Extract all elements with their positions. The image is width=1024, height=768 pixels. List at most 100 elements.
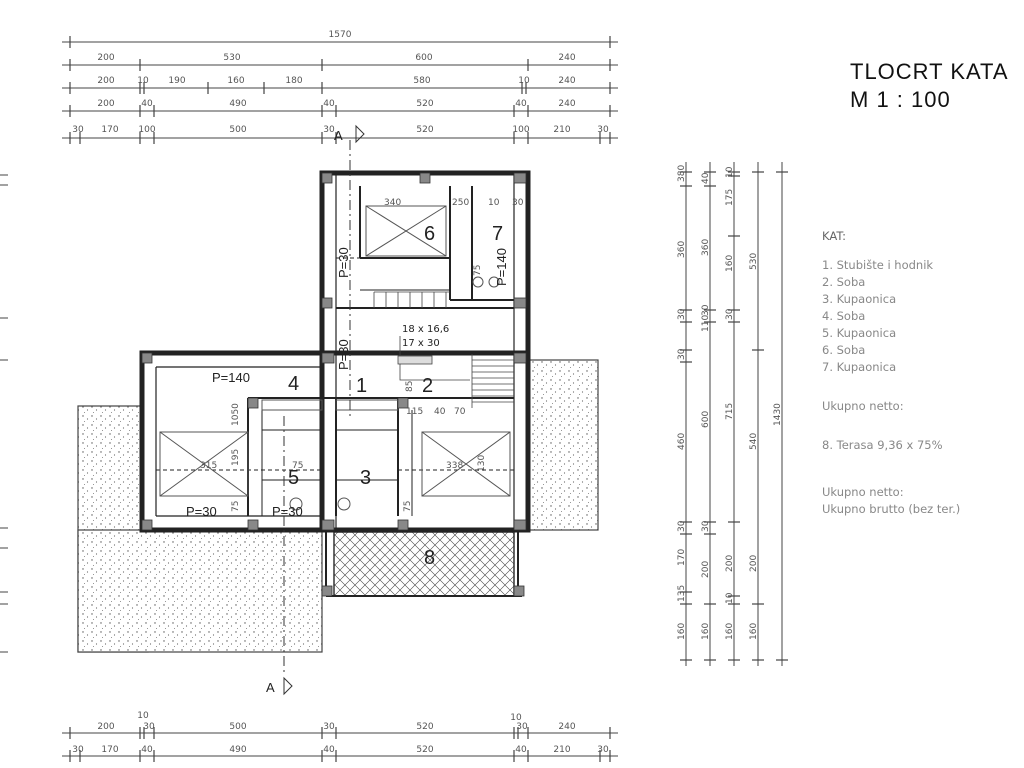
dim-value: 160 bbox=[749, 623, 759, 640]
stairs-dim-2: 17 x 30 bbox=[402, 338, 440, 349]
legend-netto: Ukupno netto: bbox=[822, 399, 904, 413]
dim-value: 180 bbox=[285, 76, 302, 86]
dim-value: 170 bbox=[677, 549, 687, 566]
dim-value: 200 bbox=[97, 99, 114, 109]
dim-value: 210 bbox=[553, 745, 570, 755]
legend-item: 1. Stubište i hodnik bbox=[822, 258, 934, 272]
scale-text: M 1 : 100 bbox=[850, 87, 951, 112]
dim-value: 160 bbox=[227, 76, 244, 86]
legend-item: 5. Kupaonica bbox=[822, 326, 897, 340]
building-walls bbox=[139, 170, 531, 597]
dim-value: 10 bbox=[137, 711, 149, 721]
section-label-bottom: A bbox=[266, 680, 275, 695]
legend-item: 6. Soba bbox=[822, 343, 866, 357]
right-dimension-values: 380 360 30 30 460 30 170 135 160 40 360 … bbox=[677, 165, 783, 640]
room-number-2: 2 bbox=[422, 375, 433, 397]
furniture bbox=[159, 205, 511, 511]
dim-value: 10 bbox=[725, 592, 735, 604]
dim-value: 40 bbox=[434, 407, 446, 417]
label-p140-vertical: P=140 bbox=[494, 248, 509, 286]
dim-value: 520 bbox=[416, 125, 433, 135]
dim-value: 100 bbox=[512, 125, 529, 135]
dim-value: 200 bbox=[97, 53, 114, 63]
dim-value: 315 bbox=[200, 461, 217, 471]
dim-value: 530 bbox=[749, 253, 759, 270]
dim-value: 30 bbox=[72, 745, 84, 755]
legend-item: 3. Kupaonica bbox=[822, 292, 897, 306]
section-arrow-icon bbox=[283, 676, 293, 696]
interior-dimensions: 340 250 10 30 75 315 195 75 338 130 85 1… bbox=[200, 198, 524, 512]
dim-value: 200 bbox=[97, 722, 114, 732]
legend-brutto-total: Ukupno brutto (bez ter.) bbox=[822, 502, 961, 516]
dim-value: 30 bbox=[677, 308, 687, 320]
right-dimension-chains bbox=[680, 162, 788, 666]
room-number-1: 1 bbox=[356, 375, 367, 397]
dim-value: 1430 bbox=[773, 403, 783, 426]
dim-value: 30 bbox=[677, 520, 687, 532]
dim-value: 40 bbox=[141, 99, 153, 109]
dim-value: 160 bbox=[725, 255, 735, 272]
dim-value: 75 bbox=[231, 501, 241, 512]
dim-total: 1570 bbox=[329, 30, 352, 40]
dim-value: 110 bbox=[701, 315, 711, 332]
stairs-dim-1: 18 x 16,6 bbox=[402, 324, 449, 335]
dim-value: 490 bbox=[229, 745, 246, 755]
dim-value: 1050 bbox=[231, 403, 241, 426]
terrace-areas bbox=[77, 359, 599, 653]
dim-value: 200 bbox=[725, 555, 735, 572]
room-number-5: 5 bbox=[288, 467, 299, 489]
dim-value: 190 bbox=[168, 76, 185, 86]
dim-value: 85 bbox=[405, 381, 415, 392]
left-edge-ticks bbox=[0, 174, 8, 653]
dim-value: 240 bbox=[558, 99, 575, 109]
legend-terrace: 8. Terasa 9,36 x 75% bbox=[822, 438, 943, 452]
dim-value: 30 bbox=[323, 125, 335, 135]
dim-value: 500 bbox=[229, 125, 246, 135]
label-p30: P=30 bbox=[186, 504, 217, 519]
dim-value: 520 bbox=[416, 722, 433, 732]
dim-value: 200 bbox=[97, 76, 114, 86]
dim-value: 200 bbox=[701, 561, 711, 578]
dim-value: 10 bbox=[725, 166, 735, 178]
dim-value: 40 bbox=[323, 745, 335, 755]
dim-value: 40 bbox=[323, 99, 335, 109]
section-label-top: A bbox=[334, 128, 343, 143]
dim-value: 160 bbox=[677, 623, 687, 640]
dim-value: 40 bbox=[515, 99, 527, 109]
dim-value: 520 bbox=[416, 99, 433, 109]
top-dimension-chains bbox=[62, 36, 618, 144]
dim-value: 338 bbox=[446, 461, 463, 471]
dim-value: 540 bbox=[749, 433, 759, 450]
dim-value: 170 bbox=[101, 745, 118, 755]
room-number-3: 3 bbox=[360, 467, 371, 489]
dim-value: 30 bbox=[143, 722, 155, 732]
dim-value: 10 bbox=[488, 198, 500, 208]
room-legend: KAT: 1. Stubište i hodnik 2. Soba 3. Kup… bbox=[822, 228, 960, 518]
room-number-4: 4 bbox=[288, 373, 299, 395]
room-numbers: 6 7 1 2 4 5 3 8 bbox=[288, 223, 503, 569]
dim-value: 115 bbox=[406, 407, 423, 417]
dim-value: 160 bbox=[701, 623, 711, 640]
dim-value: 360 bbox=[701, 239, 711, 256]
dim-value: 30 bbox=[512, 198, 524, 208]
dim-value: 380 bbox=[677, 165, 687, 182]
dim-value: 160 bbox=[725, 623, 735, 640]
dim-value: 10 bbox=[510, 713, 522, 723]
height-labels: P=140 P=30 P=30 P=30 P=30 P=140 18 x 16,… bbox=[186, 247, 509, 519]
legend-item: 2. Soba bbox=[822, 275, 866, 289]
dim-value: 75 bbox=[473, 265, 483, 276]
dim-value: 460 bbox=[677, 433, 687, 450]
dim-value: 30 bbox=[323, 722, 335, 732]
structural-columns bbox=[141, 172, 527, 597]
dim-value: 75 bbox=[292, 461, 303, 471]
dim-value: 490 bbox=[229, 99, 246, 109]
legend-heading: KAT: bbox=[822, 229, 846, 243]
dim-value: 715 bbox=[725, 403, 735, 420]
dim-value: 30 bbox=[516, 722, 528, 732]
top-dimension-values: 1570 200 530 600 240 200 10 190 160 180 … bbox=[72, 30, 609, 135]
staircase bbox=[373, 291, 514, 408]
dim-value: 500 bbox=[229, 722, 246, 732]
dim-value: 580 bbox=[413, 76, 430, 86]
dim-value: 30 bbox=[72, 125, 84, 135]
